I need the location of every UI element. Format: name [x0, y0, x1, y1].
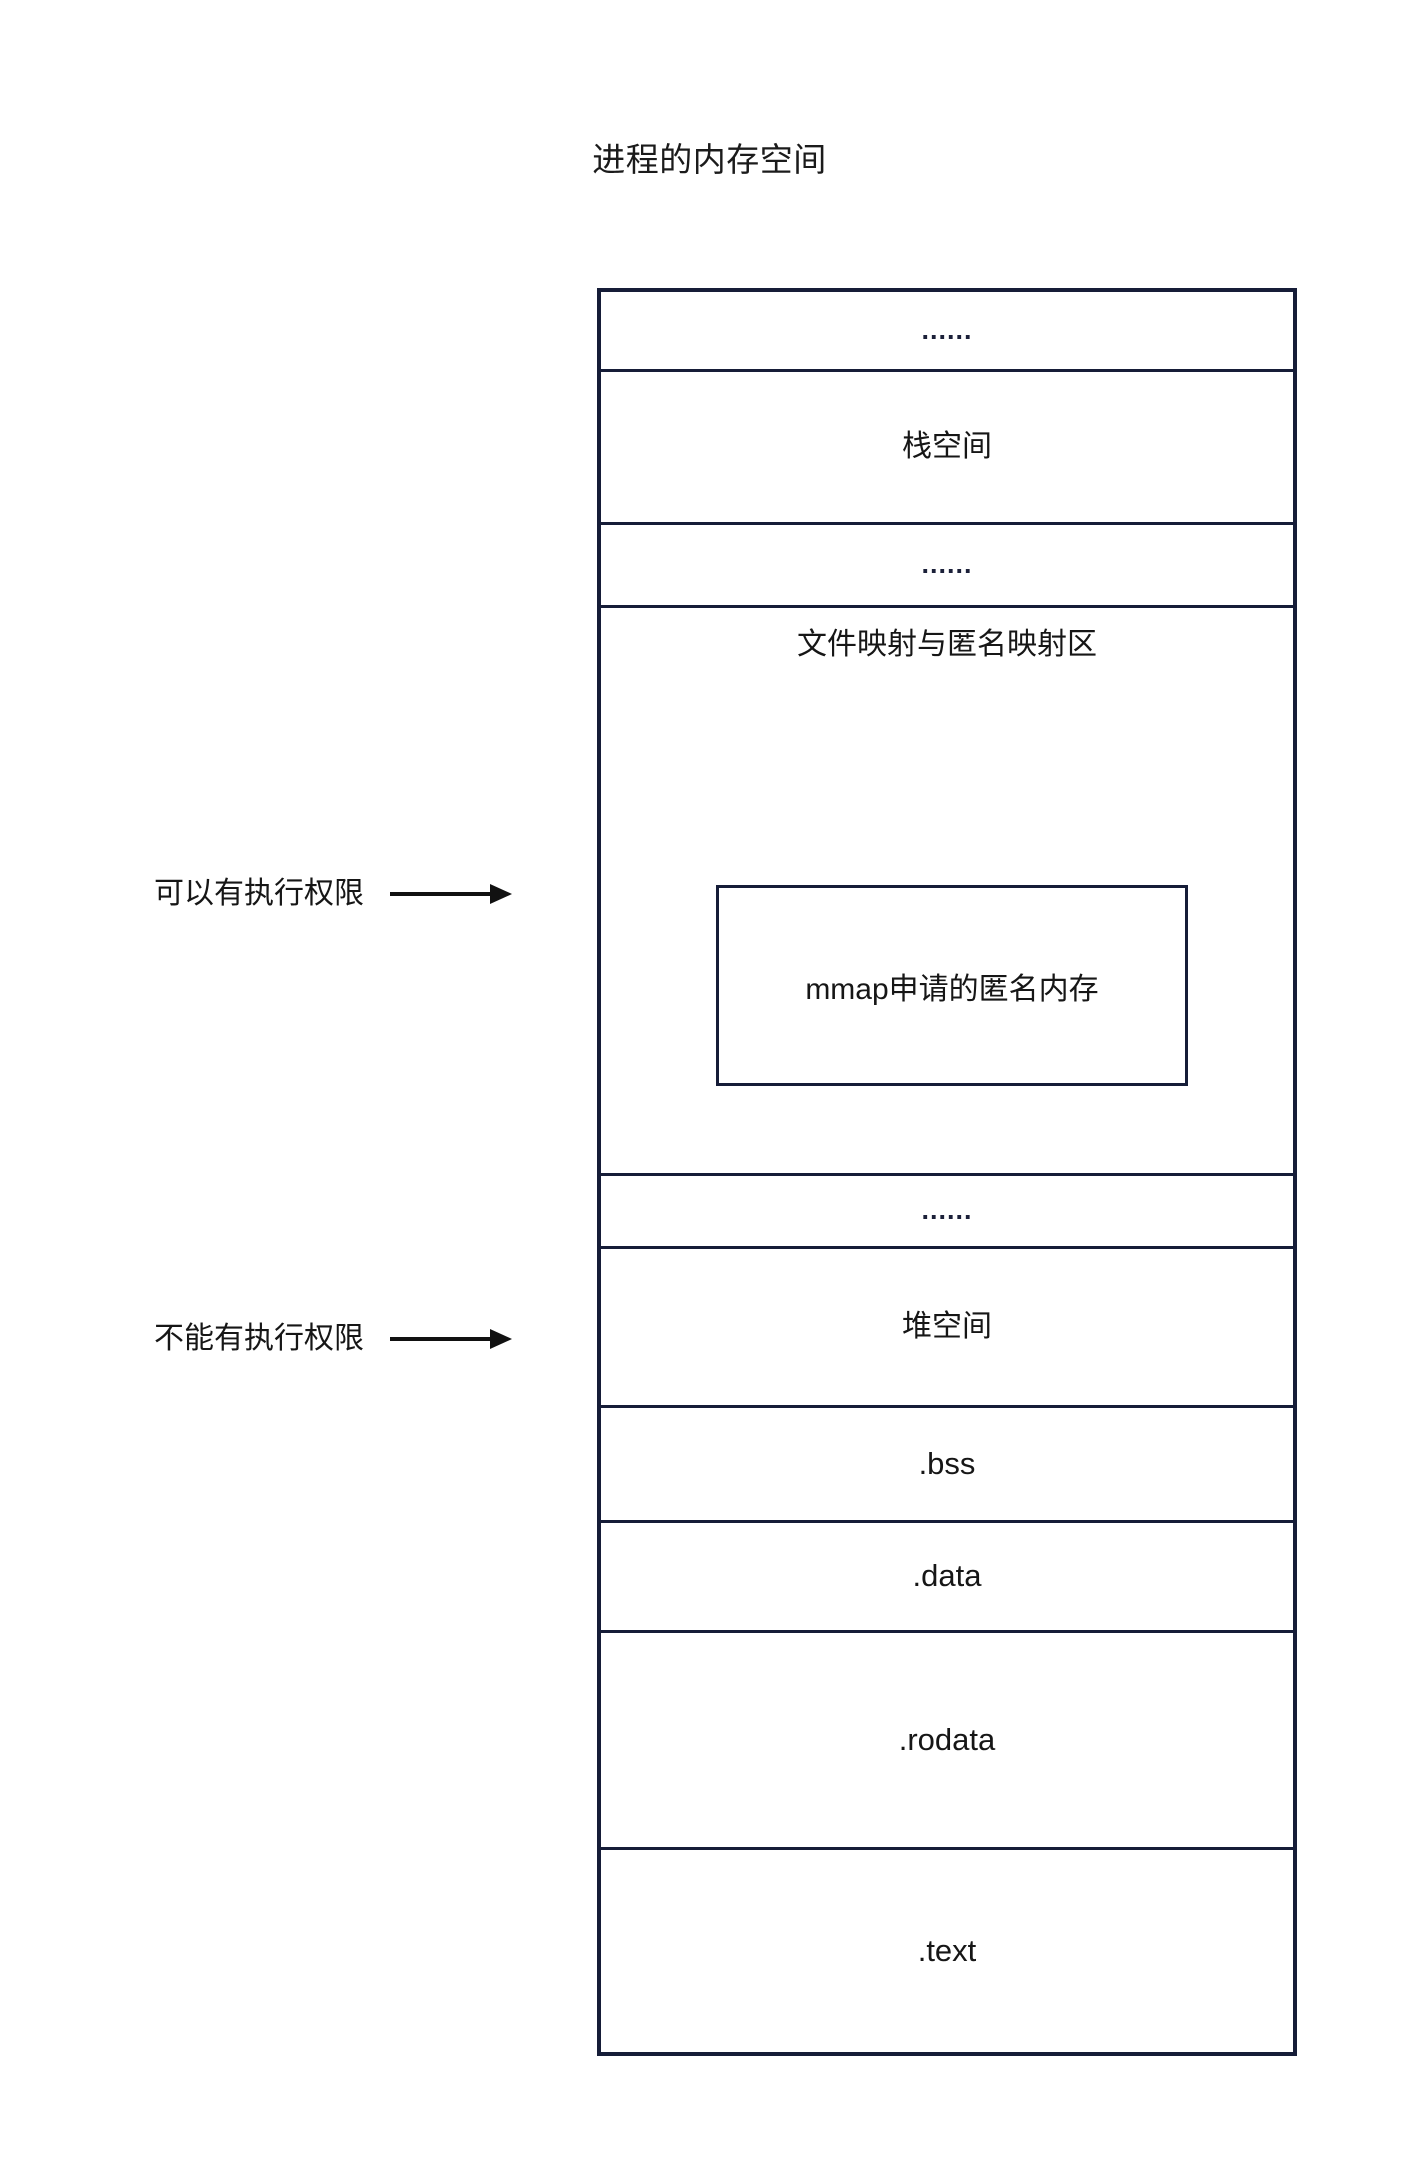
memory-row-label: ...... [921, 1195, 973, 1226]
mmap-anonymous-memory-label: mmap申请的匿名内存 [805, 972, 1099, 1006]
memory-row-data: .data [601, 1523, 1293, 1633]
arrow-right-icon [390, 1329, 512, 1349]
page-title: 进程的内存空间 [592, 141, 827, 178]
memory-row-ellipsis-upper: ...... [601, 525, 1293, 608]
memory-row-ellipsis-top: ...... [601, 292, 1293, 372]
memory-row-label: .text [917, 1932, 977, 1968]
memory-row-ellipsis-lower: ...... [601, 1176, 1293, 1249]
memory-row-stack: 栈空间 [601, 372, 1293, 525]
memory-row-label: ...... [921, 314, 973, 345]
memory-row-label: 文件映射与匿名映射区 [797, 628, 1097, 661]
memory-row-file-and-anon-mapping: 文件映射与匿名映射区 mmap申请的匿名内存 [601, 608, 1293, 1176]
memory-row-label: 栈空间 [902, 430, 992, 464]
memory-row-label: ...... [921, 549, 973, 580]
mmap-anonymous-memory-box: mmap申请的匿名内存 [716, 885, 1188, 1086]
memory-row-label: .rodata [898, 1721, 996, 1757]
process-memory-layout: ...... 栈空间 ...... 文件映射与匿名映射区 mmap申请的匿名内存… [597, 288, 1297, 2056]
annotation-label: 可以有执行权限 [154, 877, 364, 910]
annotation-label: 不能有执行权限 [154, 1322, 364, 1355]
memory-row-text: .text [601, 1850, 1293, 2052]
memory-row-rodata: .rodata [601, 1633, 1293, 1850]
memory-row-label: 堆空间 [902, 1310, 992, 1344]
annotation-executable-permission: 可以有执行权限 [154, 866, 512, 922]
memory-row-bss: .bss [601, 1408, 1293, 1523]
arrow-right-icon [390, 884, 512, 904]
annotation-non-executable-permission: 不能有执行权限 [154, 1311, 512, 1367]
memory-row-label: .data [912, 1558, 982, 1594]
memory-row-heap: 堆空间 [601, 1249, 1293, 1408]
memory-row-label: .bss [918, 1445, 976, 1481]
